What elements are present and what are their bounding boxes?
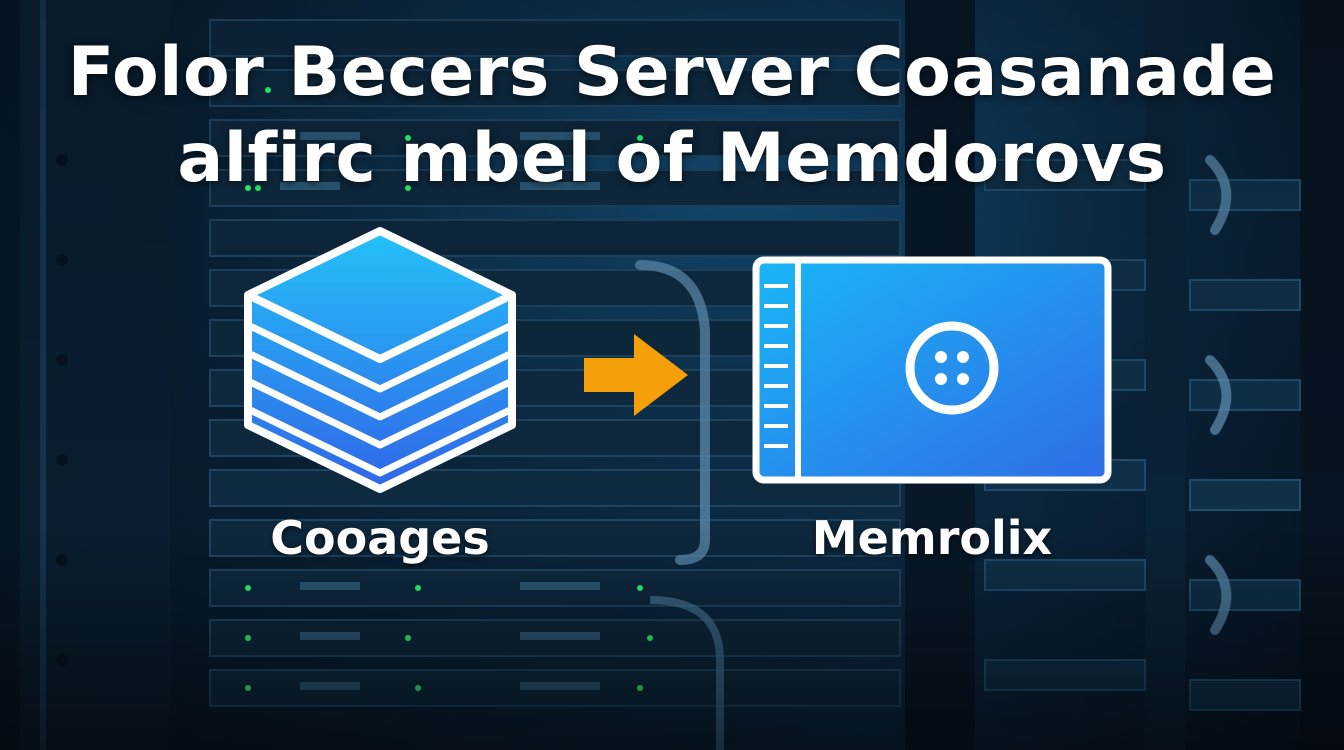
headline-line-1: Folor Becers Server Coasanade <box>67 33 1277 112</box>
headline-line-2: alfirc mbel of Memdorovs <box>177 119 1167 198</box>
memory-module-icon <box>752 256 1112 484</box>
label-left: Cooages <box>270 511 490 565</box>
label-right: Memrolix <box>811 511 1053 565</box>
layered-stack-icon <box>244 227 516 493</box>
arrow-right-icon <box>584 334 688 416</box>
headline: Folor Becers Server Coasanade alfirc mbe… <box>0 30 1344 202</box>
round-chip-icon <box>905 321 999 415</box>
